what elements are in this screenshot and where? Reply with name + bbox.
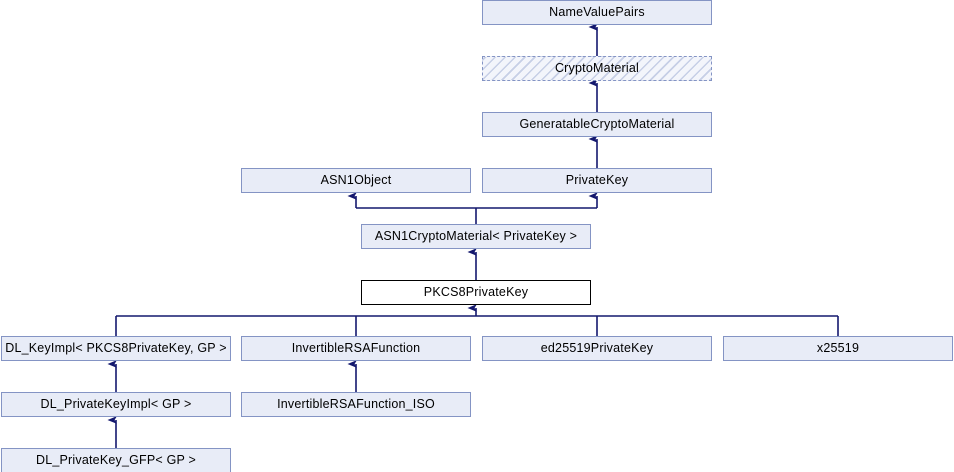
node-invertible-rsa-function[interactable]: InvertibleRSAFunction — [241, 336, 471, 361]
node-crypto-material[interactable]: CryptoMaterial — [482, 56, 712, 81]
node-label: DL_KeyImpl< PKCS8PrivateKey, GP > — [5, 341, 227, 356]
node-asn1-object[interactable]: ASN1Object — [241, 168, 471, 193]
node-private-key[interactable]: PrivateKey — [482, 168, 712, 193]
node-label: DL_PrivateKey_GFP< GP > — [35, 453, 196, 468]
node-label: ed25519PrivateKey — [540, 341, 654, 356]
node-dl-key-impl-pkcs8-private-key-gp[interactable]: DL_KeyImpl< PKCS8PrivateKey, GP > — [1, 336, 231, 361]
node-asn1-crypto-material-private-key[interactable]: ASN1CryptoMaterial< PrivateKey > — [361, 224, 591, 249]
node-generatable-crypto-material[interactable]: GeneratableCryptoMaterial — [482, 112, 712, 137]
node-label: CryptoMaterial — [554, 61, 640, 76]
node-name-value-pairs[interactable]: NameValuePairs — [482, 0, 712, 25]
node-dl-private-key-gfp-gp[interactable]: DL_PrivateKey_GFP< GP > — [1, 448, 231, 472]
node-label: ASN1Object — [320, 173, 392, 188]
node-label: GeneratableCryptoMaterial — [519, 117, 675, 132]
node-x25519[interactable]: x25519 — [723, 336, 953, 361]
node-label: x25519 — [816, 341, 860, 356]
node-ed25519-private-key[interactable]: ed25519PrivateKey — [482, 336, 712, 361]
node-label: NameValuePairs — [549, 5, 645, 20]
node-pkcs8-private-key[interactable]: PKCS8PrivateKey — [361, 280, 591, 305]
node-label: ASN1CryptoMaterial< PrivateKey > — [374, 229, 578, 244]
node-label: InvertibleRSAFunction_ISO — [277, 397, 435, 412]
node-label: DL_PrivateKeyImpl< GP > — [40, 397, 192, 412]
node-invertible-rsa-function-iso[interactable]: InvertibleRSAFunction_ISO — [241, 392, 471, 417]
node-label: PKCS8PrivateKey — [423, 285, 529, 300]
node-label: PrivateKey — [565, 173, 629, 188]
node-dl-private-key-impl-gp[interactable]: DL_PrivateKeyImpl< GP > — [1, 392, 231, 417]
node-label: InvertibleRSAFunction — [291, 341, 421, 356]
